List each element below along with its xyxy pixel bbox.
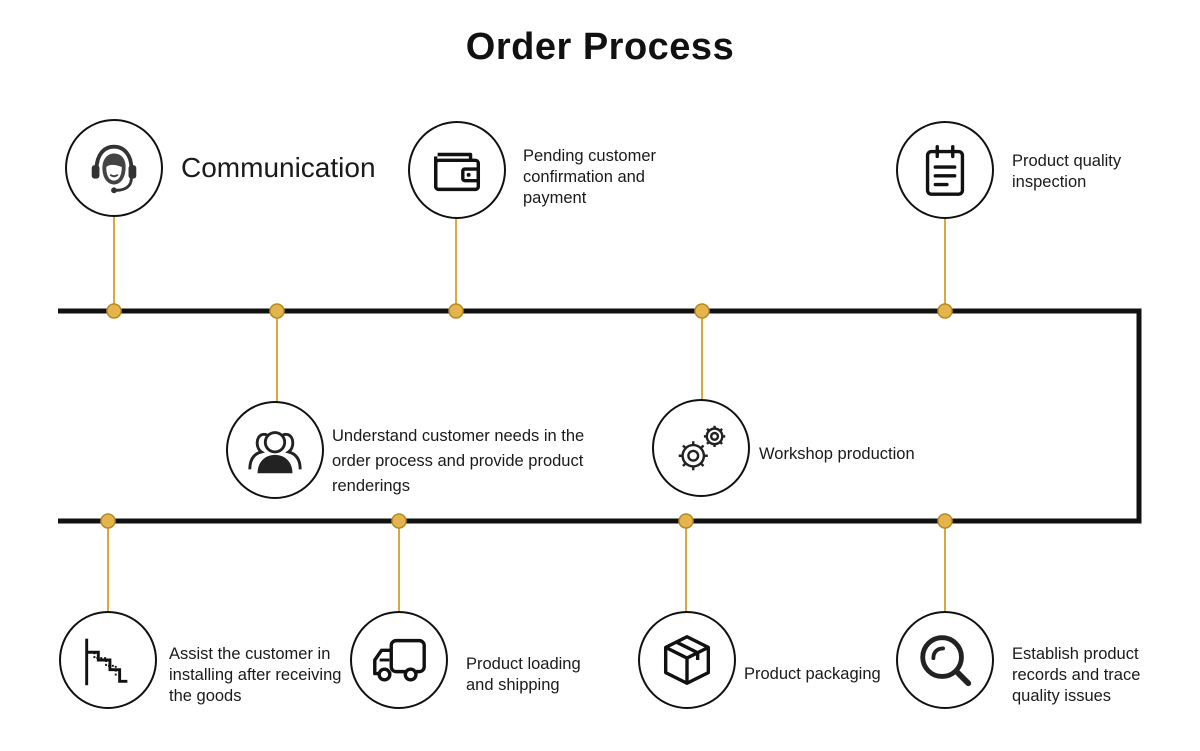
node-packaging [638,611,736,709]
step-label-packaging: Product packaging [744,665,881,683]
magnifier-icon [920,635,972,687]
step-label-understand: Understand customer needs in the order p… [332,427,585,495]
node-shipping [350,611,448,709]
people-group-icon [248,431,302,474]
step-label-shipping: Product loading and shipping [466,655,581,694]
clipboard-icon [925,145,965,196]
node-records [896,611,994,709]
dot-pending [448,303,464,319]
dots [100,303,953,529]
connectors [107,215,946,612]
headset-agent-icon [91,144,137,194]
step-label-workshop: Workshop production [759,445,915,463]
node-understand [226,401,324,499]
node-pending [408,121,506,219]
node-inspection [896,121,994,219]
truck-icon [373,638,426,682]
dot-workshop [694,303,710,319]
timeline-track [58,308,1142,524]
page-title: Order Process [465,26,735,68]
dot-records [937,513,953,529]
step-label-assist: Assist the customer in installing after … [169,645,342,705]
stairs-install-icon [85,638,128,686]
node-workshop [652,399,750,497]
step-label-records: Establish product records and trace qual… [1012,645,1141,705]
dot-understand [269,303,285,319]
step-label-communication: Communication [181,152,376,183]
dot-communication [106,303,122,319]
step-label-inspection: Product quality inspection [1012,152,1122,191]
dot-inspection [937,303,953,319]
step-label-pending: Pending customer confirmation and paymen… [523,147,656,207]
node-assist [59,611,157,709]
gears-icon [678,425,726,471]
dot-assist [100,513,116,529]
box-icon [663,635,711,685]
node-communication [65,119,163,217]
dot-shipping [391,513,407,529]
wallet-icon [433,152,481,192]
dot-packaging [678,513,694,529]
